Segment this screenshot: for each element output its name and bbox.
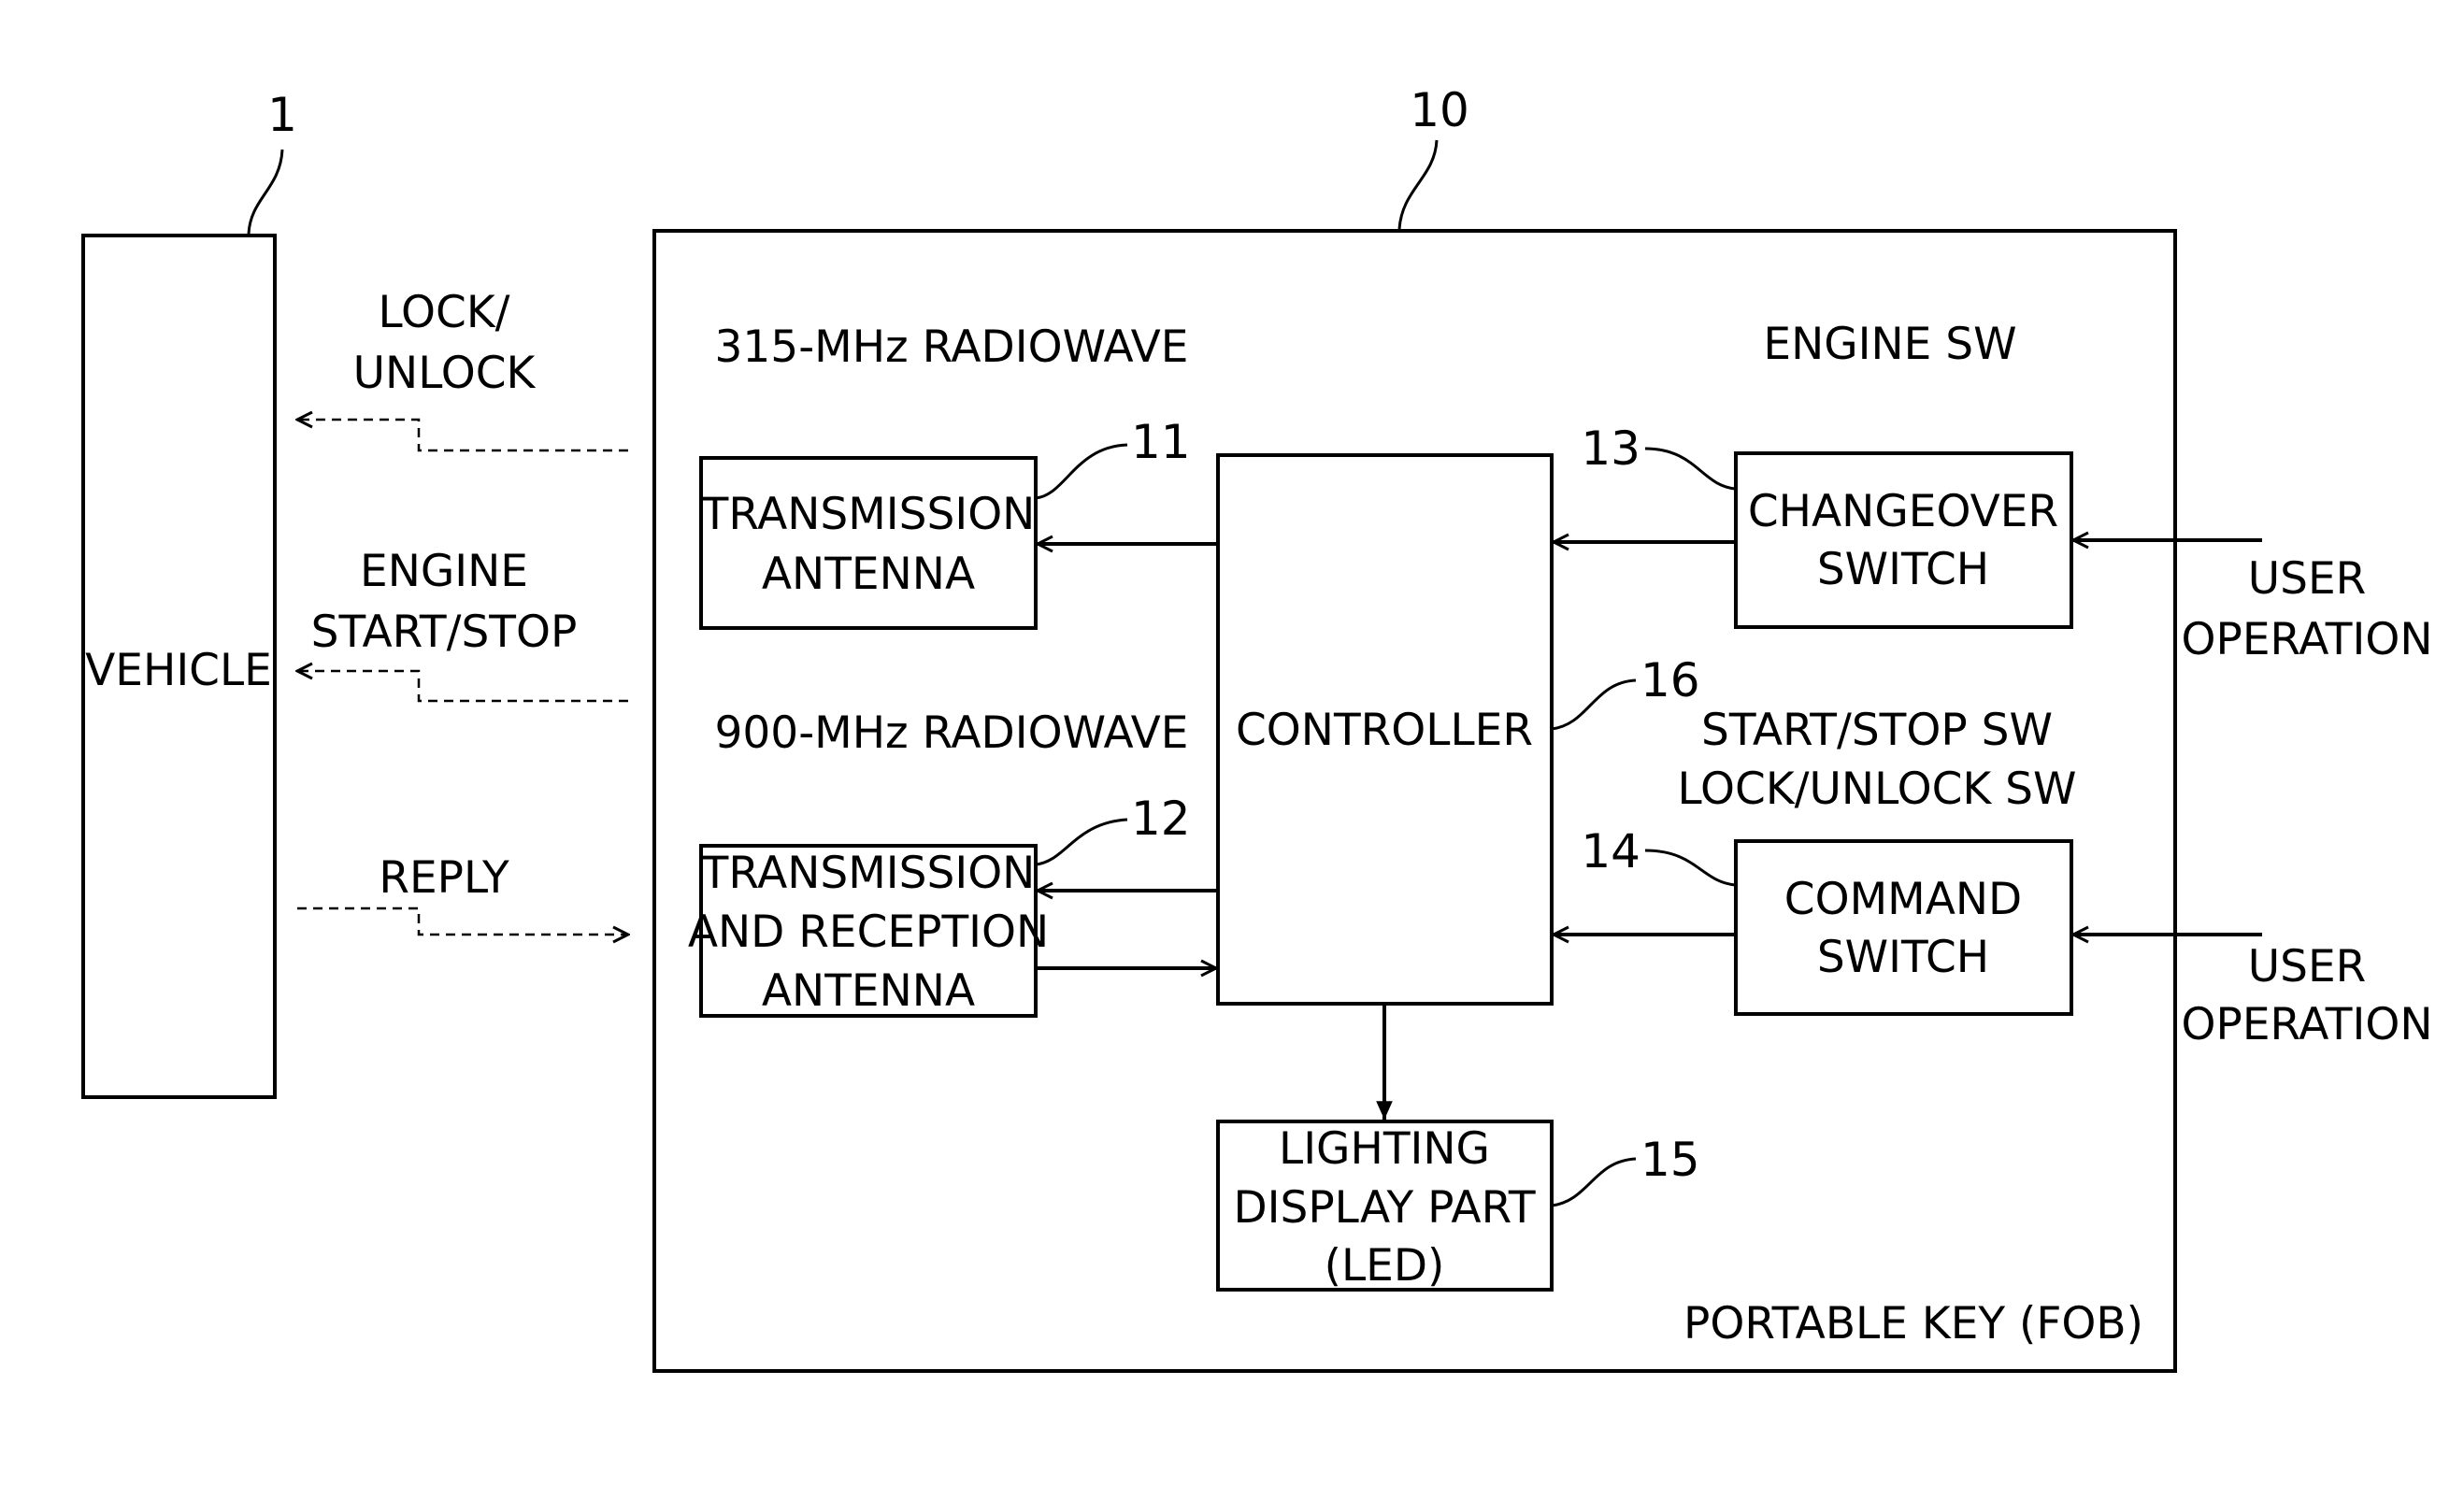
ref-14-leader	[1645, 850, 1736, 885]
lighting-display-line2: DISPLAY PART	[1233, 1182, 1535, 1234]
ref-13-leader	[1645, 449, 1736, 489]
transmission-antenna-block: TRANSMISSION ANTENNA	[701, 458, 1036, 628]
portable-key-label: PORTABLE KEY (FOB)	[1683, 1298, 2143, 1349]
signal-engine-line1: ENGINE	[360, 546, 528, 597]
portable-key-ref: 10	[1410, 83, 1469, 137]
label-engine-sw: ENGINE SW	[1763, 319, 2016, 370]
ref-16: 16	[1640, 653, 1700, 707]
ref-11-leader	[1036, 445, 1127, 498]
portable-key-ref-leader	[1399, 140, 1437, 229]
controller-label: CONTROLLER	[1236, 705, 1533, 756]
signal-reply: REPLY	[379, 852, 509, 904]
vehicle-block: VEHICLE	[83, 236, 275, 1097]
label-900-radiowave: 900-MHz RADIOWAVE	[714, 707, 1188, 759]
user-operation-bottom-line2: OPERATION	[2181, 999, 2432, 1050]
ref-15-leader	[1552, 1159, 1636, 1206]
vehicle-ref-leader	[249, 150, 282, 234]
ref-14: 14	[1581, 824, 1640, 878]
changeover-switch-line2: SWITCH	[1817, 544, 1989, 595]
transmission-antenna-box	[701, 458, 1036, 628]
user-operation-top-line2: OPERATION	[2181, 614, 2432, 665]
user-operation-bottom-line1: USER	[2248, 941, 2367, 992]
lock-unlock-signal-path	[297, 420, 628, 450]
signal-lock-unlock-line1: LOCK/	[379, 287, 510, 338]
vehicle-ref: 1	[267, 88, 297, 142]
trx-antenna-line3: ANTENNA	[762, 965, 975, 1017]
lighting-display-line1: LIGHTING	[1279, 1123, 1490, 1175]
user-operation-top-line1: USER	[2248, 553, 2367, 605]
trx-antenna-line1: TRANSMISSION	[701, 848, 1036, 899]
command-switch-line2: SWITCH	[1817, 932, 1989, 983]
transmission-antenna-line2: ANTENNA	[762, 549, 975, 600]
reply-signal-path	[297, 908, 628, 935]
controller-block: CONTROLLER	[1218, 455, 1552, 1004]
label-315-radiowave: 315-MHz RADIOWAVE	[714, 321, 1188, 373]
ref-11: 11	[1131, 415, 1191, 469]
vehicle-label: VEHICLE	[85, 645, 272, 696]
command-switch-line1: COMMAND	[1784, 874, 2022, 925]
lighting-display-block: LIGHTING DISPLAY PART (LED)	[1218, 1121, 1552, 1292]
lighting-display-line3: (LED)	[1325, 1240, 1445, 1292]
changeover-switch-line1: CHANGEOVER	[1748, 486, 2058, 537]
ref-16-leader	[1552, 680, 1636, 729]
changeover-switch-block: CHANGEOVER SWITCH	[1736, 453, 2071, 627]
ref-12-leader	[1036, 820, 1127, 864]
signal-engine-line2: START/STOP	[311, 607, 578, 658]
ref-13: 13	[1581, 421, 1640, 476]
engine-signal-path	[297, 671, 628, 701]
label-start-stop-sw: START/STOP SW	[1701, 705, 2053, 756]
command-switch-block: COMMAND SWITCH	[1736, 841, 2071, 1014]
signal-lock-unlock-line2: UNLOCK	[353, 348, 537, 399]
label-lock-unlock-sw: LOCK/UNLOCK SW	[1678, 764, 2077, 815]
trx-antenna-line2: AND RECEPTION	[688, 907, 1049, 958]
ref-12: 12	[1131, 792, 1191, 846]
transmission-antenna-line1: TRANSMISSION	[701, 489, 1036, 540]
command-switch-box	[1736, 841, 2071, 1014]
ref-15: 15	[1640, 1133, 1700, 1187]
trx-antenna-block: TRANSMISSION AND RECEPTION ANTENNA	[688, 846, 1049, 1017]
changeover-switch-box	[1736, 453, 2071, 627]
